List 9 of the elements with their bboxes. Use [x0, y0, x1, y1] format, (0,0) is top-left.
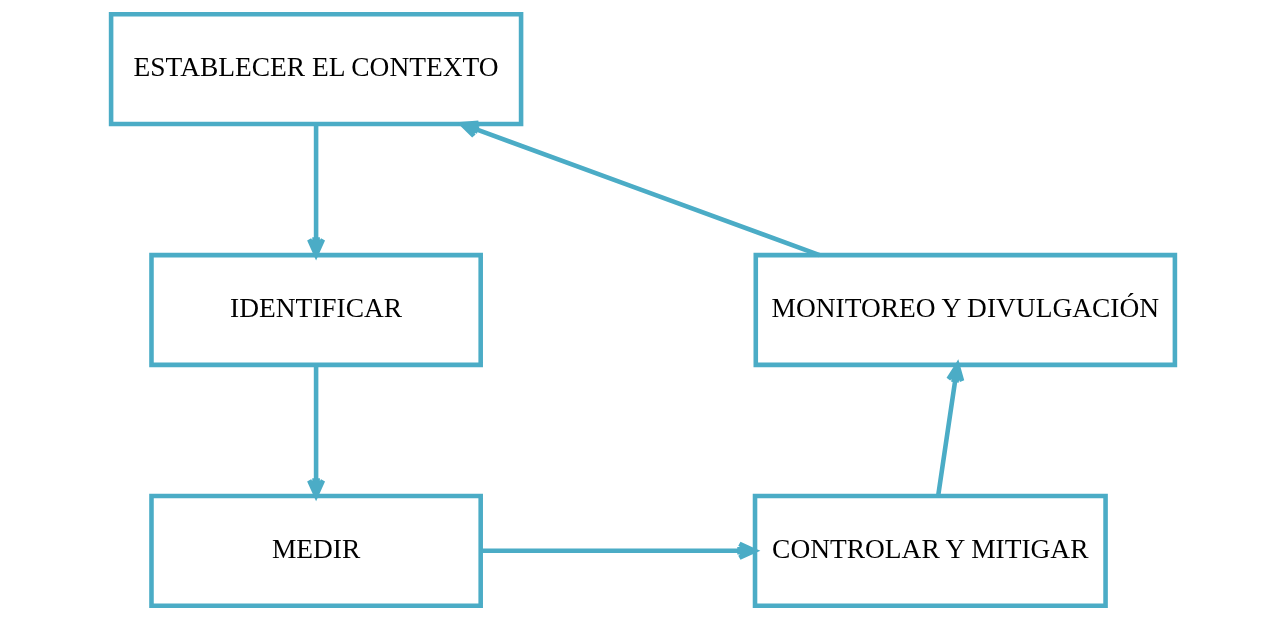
arrow — [481, 541, 758, 560]
node-box: IDENTIFICAR — [149, 252, 483, 368]
arrow — [459, 120, 821, 258]
arrow — [306, 124, 326, 258]
node-box: CONTROLAR Y MITIGAR — [752, 493, 1108, 608]
node-box: MEDIR — [149, 493, 483, 608]
node-box: MONITOREO Y DIVULGACIÓN — [753, 252, 1178, 368]
arrow — [935, 362, 965, 497]
node-box: ESTABLECER EL CONTEXTO — [108, 12, 524, 127]
